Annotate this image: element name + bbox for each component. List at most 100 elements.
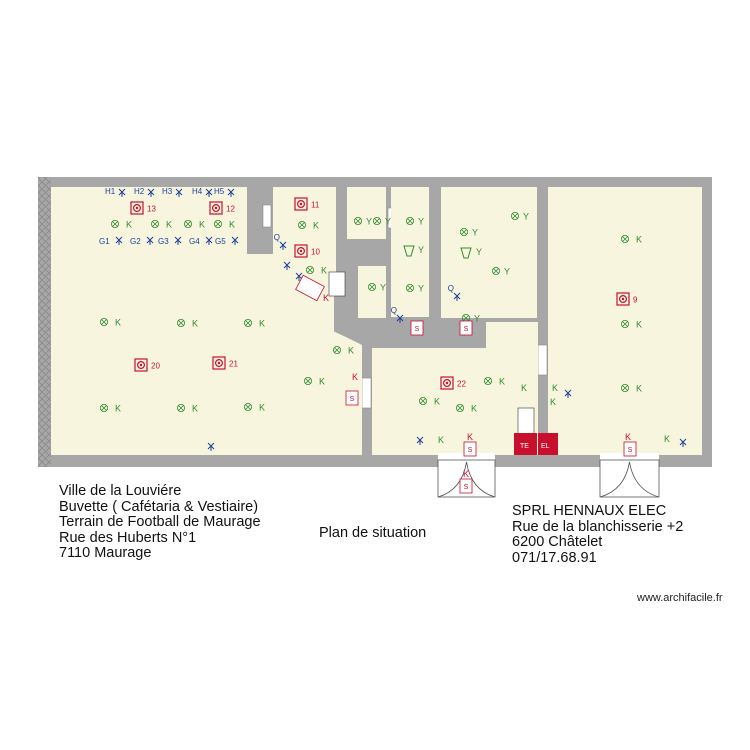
switch-icon — [679, 438, 687, 447]
light-icon-cross — [622, 236, 628, 242]
switch-icon — [147, 188, 155, 197]
circuit-y-label: Y — [380, 283, 386, 293]
client-line: Buvette ( Cafétaria & Vestiaire) — [59, 498, 259, 515]
sensor-box — [459, 320, 473, 336]
outlet-icon-ring — [443, 379, 452, 388]
switch-icon — [231, 236, 239, 245]
sensor-box — [345, 390, 359, 406]
switch-icon — [295, 272, 303, 281]
circuit-k-label: K — [192, 404, 198, 414]
room-wc-3 — [358, 266, 386, 318]
circuit-y-label: Y — [474, 314, 480, 324]
circuit-h-label: H4 — [192, 187, 203, 196]
circuit-y-label: Y — [504, 267, 510, 277]
circuit-k-label: K — [115, 318, 121, 328]
circuit-k-label: K — [259, 319, 265, 329]
room-wc-2 — [391, 187, 429, 317]
electric-panel — [538, 433, 558, 455]
light-icon-cross — [369, 284, 375, 290]
circuit-k-label: K — [166, 220, 172, 230]
circuit-k-label: K — [499, 377, 505, 387]
room-cafeteria-ext — [230, 254, 362, 455]
interior-wall — [336, 187, 347, 342]
point-number: 11 — [311, 201, 320, 210]
light-icon — [243, 318, 252, 327]
spotlight-icon — [403, 245, 415, 257]
point-number: 9 — [633, 296, 638, 305]
interior-wall — [372, 330, 486, 348]
circuit-g-label: G3 — [158, 237, 169, 246]
outlet-icon-dot — [445, 381, 449, 385]
interior-wall — [537, 187, 548, 455]
light-icon-cross — [457, 405, 463, 411]
watermark: www.archifacile.fr — [637, 592, 723, 604]
switch-icon — [396, 314, 404, 323]
circuit-g-label: G1 — [99, 237, 110, 246]
circuit-k-label-red: K — [463, 469, 469, 479]
room-right — [548, 187, 702, 455]
light-icon-cross — [245, 320, 251, 326]
outlet-icon-dot — [214, 206, 218, 210]
light-icon — [332, 345, 341, 354]
light-icon-cross — [178, 320, 184, 326]
outlet-icon — [134, 358, 148, 372]
light-icon — [243, 402, 252, 411]
circuit-k-label: K — [115, 404, 121, 414]
panel-label: TE — [520, 443, 529, 450]
circuit-k-label-red: K — [323, 293, 329, 303]
circuit-k-label: K — [552, 383, 558, 393]
outlet-icon-ring — [215, 359, 224, 368]
circuit-k-label: K — [664, 434, 670, 444]
client-info: Ville de la Louviére Buvette ( Cafétaria… — [59, 483, 261, 562]
circuit-k-label: K — [348, 346, 354, 356]
light-icon — [303, 376, 312, 385]
outlet-icon-ring — [212, 204, 221, 213]
switch-icon — [416, 436, 424, 445]
plan-title: Plan de situation — [319, 525, 427, 541]
room-shower — [441, 235, 537, 318]
circuit-k-label: K — [471, 404, 477, 414]
light-icon-cross — [374, 218, 380, 224]
outlet-icon-dot — [139, 363, 143, 367]
circuit-k-label: K — [199, 220, 205, 230]
floors — [51, 187, 702, 455]
circuit-y-label: Y — [418, 245, 424, 255]
switch-icon — [205, 188, 213, 197]
switch-icon — [453, 292, 461, 301]
circuit-k-label-red: K — [625, 432, 631, 442]
light-icon-cross — [334, 347, 340, 353]
outlet-icon-ring — [297, 247, 306, 256]
point-number: 10 — [311, 248, 320, 257]
outlet-icon — [440, 376, 454, 390]
light-icon-cross — [407, 218, 413, 224]
outlet-icon — [209, 201, 223, 215]
switch-icon — [118, 188, 126, 197]
light-icon — [459, 227, 468, 236]
client-line: 7110 Maurage — [59, 545, 152, 561]
light-icon-cross — [299, 222, 305, 228]
light-icon-cross — [622, 321, 628, 327]
light-icon-cross — [461, 229, 467, 235]
switch-icon — [227, 188, 235, 197]
point-number: 22 — [457, 380, 466, 389]
circuit-y-label: Y — [418, 217, 424, 227]
point-number: 13 — [147, 205, 156, 214]
light-icon-cross — [485, 378, 491, 384]
outlet-icon — [294, 197, 308, 211]
circuit-k-label: K — [229, 220, 235, 230]
circuit-k-label: K — [319, 377, 325, 387]
light-icon — [176, 403, 185, 412]
outlet-icon-dot — [621, 297, 625, 301]
contractor-line: SPRL HENNAUX ELEC — [512, 503, 667, 519]
light-icon-cross — [215, 221, 221, 227]
circuit-k-label: K — [434, 397, 440, 407]
hatched-wall — [38, 177, 51, 467]
light-icon-cross — [305, 378, 311, 384]
electric-panel — [514, 433, 537, 455]
switch-icon — [115, 236, 123, 245]
door-swing — [599, 461, 660, 498]
circuit-y-label: Y — [418, 284, 424, 294]
light-icon — [455, 403, 464, 412]
